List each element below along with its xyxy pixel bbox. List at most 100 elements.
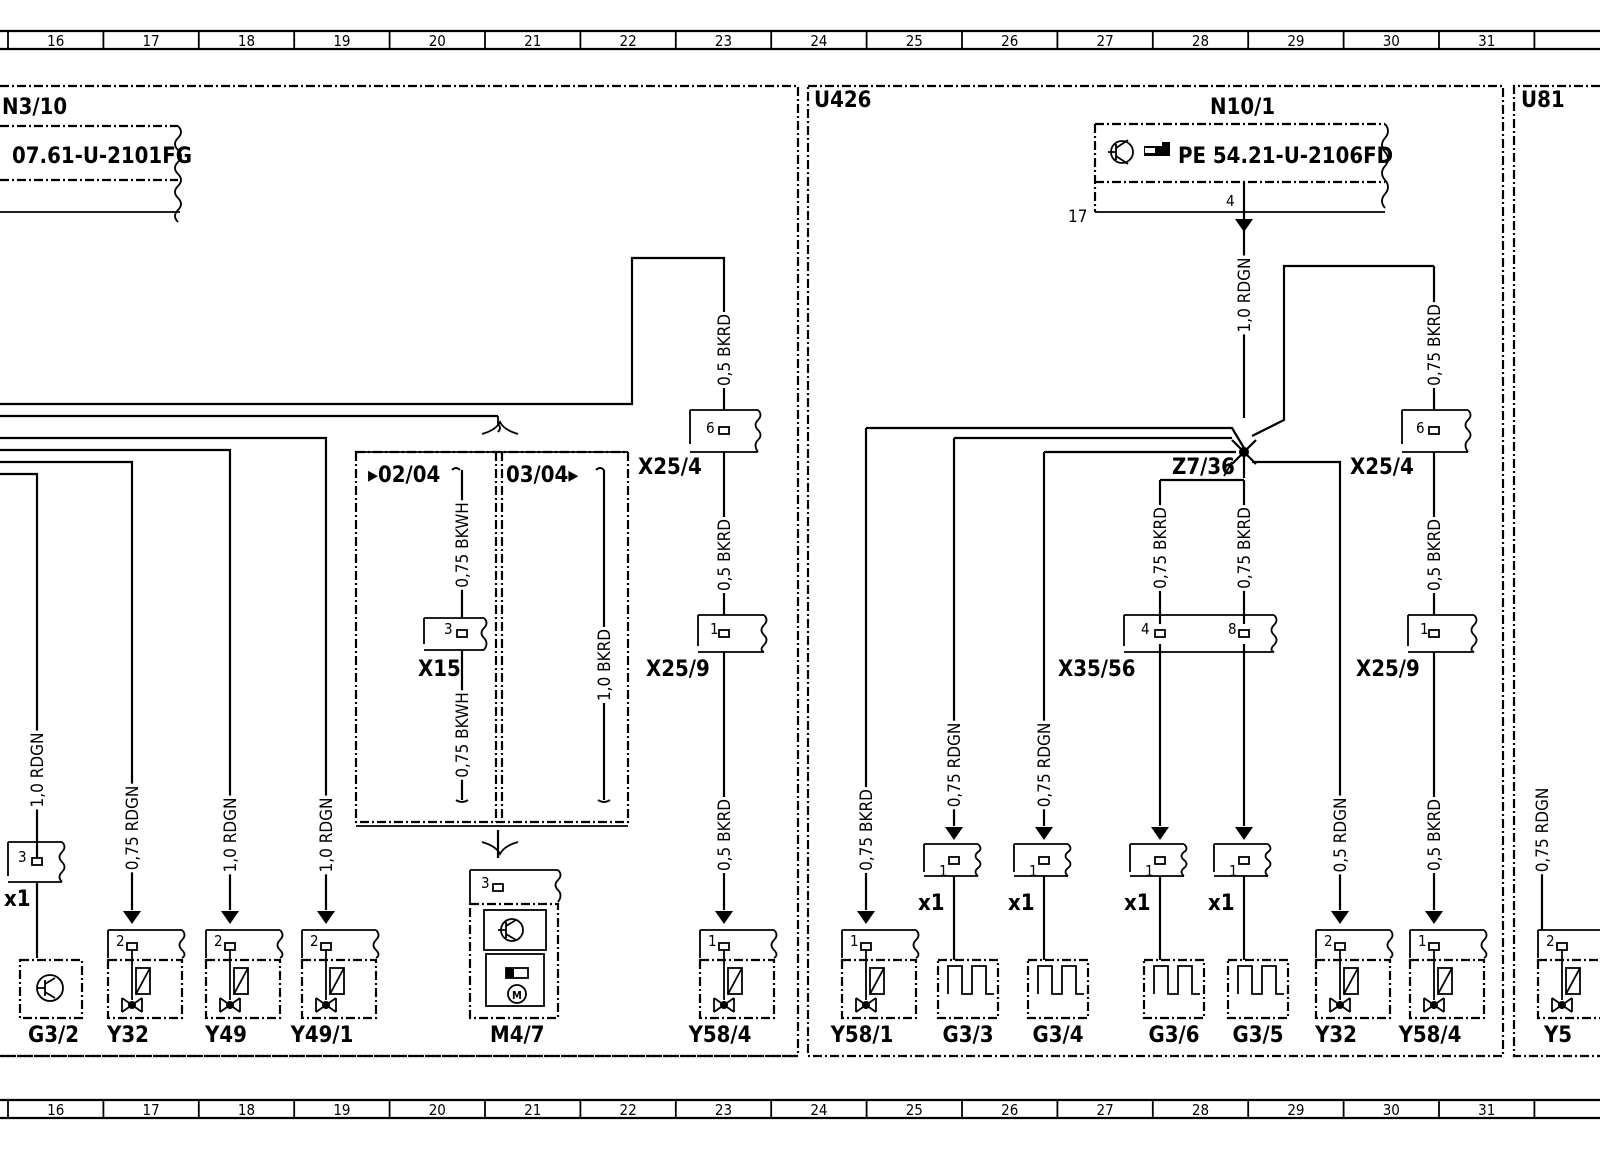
u426-label: U426 <box>814 88 871 113</box>
svg-text:x1: x1 <box>1008 891 1035 916</box>
grid-column-label: 24 <box>810 32 827 50</box>
arrow-mark <box>221 911 239 924</box>
wire-label: 0,5 BKRD <box>715 314 735 386</box>
svg-text:Y49: Y49 <box>204 1023 247 1048</box>
grid-column-label: 28 <box>1192 32 1209 50</box>
svg-text:6: 6 <box>1416 419 1425 437</box>
svg-text:G3/4: G3/4 <box>1032 1023 1083 1048</box>
wire-label: 0,75 BKRD <box>857 789 877 871</box>
grid-column-label: 18 <box>238 32 255 50</box>
n10-1-side-number: 17 <box>1068 207 1087 227</box>
wire-label: 0,75 RDGN <box>1035 723 1055 808</box>
arrow-mark <box>1425 911 1443 924</box>
svg-text:Y58/1: Y58/1 <box>830 1023 894 1048</box>
wire-label: 0,5 BKRD <box>1425 519 1445 591</box>
svg-text:x1: x1 <box>1208 891 1235 916</box>
option-frame: ▸02/04 03/04▸ <box>354 419 630 858</box>
grid-column-label: 22 <box>620 32 637 50</box>
grid-column-label: 21 <box>524 32 541 50</box>
grid-column-label: 17 <box>143 1101 160 1119</box>
n10-1-pin: 4 <box>1226 192 1235 210</box>
connector-x35-56: 4 8 X35/56 <box>1058 614 1278 682</box>
grid-column-label: 24 <box>810 1101 827 1119</box>
grid-column-label: 19 <box>333 1101 350 1119</box>
svg-text:x1: x1 <box>918 891 945 916</box>
connector-x25-9-right: 1 X25/9 <box>1356 614 1478 682</box>
svg-text:X25/9: X25/9 <box>646 657 710 682</box>
valve-y5: 2Y5 <box>1536 929 1600 1048</box>
module-frames <box>0 84 1600 1058</box>
wire-label: 1,0 BKRD <box>595 629 615 701</box>
left-wires <box>0 256 726 958</box>
svg-text:Z7/36: Z7/36 <box>1172 455 1235 480</box>
svg-text:1: 1 <box>1029 862 1038 880</box>
svg-text:G3/2: G3/2 <box>28 1023 79 1048</box>
n10-1-reference: PE 54.21-U-2106FD <box>1178 144 1393 169</box>
grid-column-label: 28 <box>1192 1101 1209 1119</box>
wire-label: 0,5 BKRD <box>715 799 735 871</box>
arrow-mark <box>317 911 335 924</box>
wire-label: 0,5 BKRD <box>1425 799 1445 871</box>
arrow-mark <box>1035 827 1053 840</box>
wire-label: 1,0 RDGN <box>28 733 48 808</box>
n10-1-label: N10/1 <box>1210 95 1275 120</box>
option-03-04: 03/04▸ <box>506 463 578 488</box>
svg-text:X15: X15 <box>418 657 461 682</box>
svg-text:M4/7: M4/7 <box>490 1023 544 1048</box>
grid-column-label: 25 <box>906 1101 923 1119</box>
svg-text:X25/4: X25/4 <box>638 455 702 480</box>
svg-text:2: 2 <box>310 932 319 950</box>
grid-column-label: 27 <box>1097 32 1114 50</box>
wire-label: 0,5 BKRD <box>715 519 735 591</box>
svg-text:Y5: Y5 <box>1543 1023 1572 1048</box>
svg-text:G3/3: G3/3 <box>942 1023 993 1048</box>
grid-column-label: 27 <box>1097 1101 1114 1119</box>
wire-label: 0,75 BKRD <box>1235 507 1255 589</box>
arrow-mark <box>123 911 141 924</box>
svg-text:1: 1 <box>850 932 859 950</box>
wire-label: 0,75 BKRD <box>1151 507 1171 589</box>
svg-text:Y58/4: Y58/4 <box>1398 1023 1462 1048</box>
arrow-mark <box>857 911 875 924</box>
grid-column-label: 30 <box>1383 32 1400 50</box>
arrow-mark <box>1235 219 1253 232</box>
grid-column-label: 22 <box>620 1101 637 1119</box>
svg-text:x1: x1 <box>1124 891 1151 916</box>
svg-text:X25/9: X25/9 <box>1356 657 1420 682</box>
wire-label: 0,75 BKWH <box>453 692 473 777</box>
wire-label: 0,75 BKWH <box>453 502 473 587</box>
motor-m4-7: 3 M M4/7 <box>468 869 562 1048</box>
svg-text:2: 2 <box>116 932 125 950</box>
option-02-04: ▸02/04 <box>368 463 440 488</box>
grid-column-label: 19 <box>333 32 350 50</box>
grid-column-label: 31 <box>1478 32 1495 50</box>
svg-text:3: 3 <box>18 848 27 866</box>
wire-label: 0,75 RDGN <box>123 786 143 871</box>
svg-text:2: 2 <box>214 932 223 950</box>
arrow-mark <box>945 827 963 840</box>
connector-x25-4-left: 6 X25/4 <box>638 409 762 480</box>
arrow-mark <box>1151 827 1169 840</box>
n3-10-reference: 07.61-U-2101FG <box>12 144 192 169</box>
grid-column-label: 23 <box>715 1101 732 1119</box>
n3-10-module: N3/10 07.61-U-2101FG <box>0 95 192 223</box>
svg-text:G3/5: G3/5 <box>1232 1023 1283 1048</box>
grid-column-label: 25 <box>906 32 923 50</box>
grid-column-label: 20 <box>429 1101 446 1119</box>
grid-column-label: 26 <box>1001 1101 1018 1119</box>
svg-text:1: 1 <box>710 620 719 638</box>
grid-column-label: 23 <box>715 32 732 50</box>
pointing-hand-icon <box>1144 142 1170 156</box>
svg-text:X25/4: X25/4 <box>1350 455 1414 480</box>
svg-text:Y49/1: Y49/1 <box>290 1023 354 1048</box>
svg-text:1: 1 <box>1229 862 1238 880</box>
